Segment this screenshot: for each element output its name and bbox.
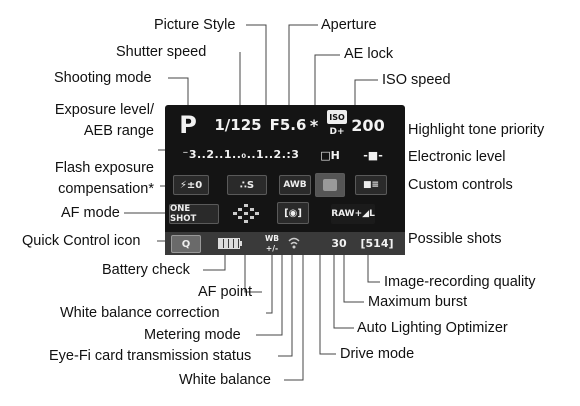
- quick-control-bar: Q WB +/- 30 [514]: [165, 232, 405, 255]
- label-metering-mode: Metering mode: [144, 327, 241, 343]
- image-quality-button[interactable]: RAW+◢L: [331, 204, 375, 224]
- label-picture-style: Picture Style: [154, 17, 236, 33]
- label-flash-exposure: Flash exposure compensation*: [54, 160, 154, 197]
- shooting-mode-value: P: [179, 111, 197, 139]
- aperture-value: F5.6: [269, 116, 307, 134]
- label-ae-lock: AE lock: [344, 46, 394, 62]
- auto-lighting-optimizer-button[interactable]: [315, 173, 345, 197]
- label-af-point: AF point: [198, 284, 252, 300]
- shutter-speed-value: 1/125: [214, 116, 262, 134]
- iso-badge: ISO: [327, 110, 347, 124]
- label-maximum-burst: Maximum burst: [368, 294, 468, 310]
- flash-exposure-button[interactable]: ⚡±0: [173, 175, 209, 195]
- leader-metering: [256, 228, 283, 336]
- label-image-recording-quality: Image-recording quality: [384, 274, 536, 290]
- leader-iso-speed: [354, 79, 378, 112]
- exposure-level-scale: ⁻3..2..1..₀..1..2.:3: [182, 147, 300, 161]
- electronic-level-icon: -■-: [363, 148, 383, 162]
- label-quick-control-icon: Quick Control icon: [22, 233, 141, 249]
- eyefi-signal-icon: [288, 237, 300, 249]
- label-custom-controls: Custom controls: [408, 177, 513, 193]
- label-shooting-mode: Shooting mode: [54, 70, 152, 86]
- picture-style-button[interactable]: ∴S: [227, 175, 267, 195]
- battery-icon: [217, 236, 243, 250]
- af-mode-button[interactable]: ONE SHOT: [169, 204, 219, 224]
- possible-shots-value: [514]: [360, 236, 394, 250]
- white-balance-button[interactable]: AWB: [279, 175, 311, 195]
- leader-eyefi: [278, 248, 293, 357]
- label-aperture: Aperture: [321, 17, 377, 33]
- af-point-grid-icon: [233, 204, 259, 223]
- leader-aperture: [288, 24, 318, 110]
- highlight-tone-priority-icon: D+: [329, 127, 345, 137]
- label-highlight-tone-priority: Highlight tone priority: [408, 122, 545, 138]
- label-iso-speed: ISO speed: [382, 72, 451, 88]
- leader-wb-correction: [266, 248, 273, 314]
- label-eyefi-status: Eye-Fi card transmission status: [49, 348, 252, 364]
- leader-shooting-mode: [168, 77, 189, 112]
- label-possible-shots: Possible shots: [408, 231, 502, 247]
- label-white-balance-correction: White balance correction: [60, 305, 220, 321]
- label-auto-lighting-optimizer: Auto Lighting Optimizer: [357, 320, 508, 336]
- label-exposure-level: Exposure level/ AEB range: [54, 102, 154, 139]
- metering-mode-button[interactable]: [◉]: [277, 202, 309, 224]
- label-electronic-level: Electronic level: [408, 149, 506, 165]
- label-white-balance: White balance: [179, 372, 271, 388]
- eyefi-icon: [285, 235, 303, 251]
- leader-max-burst: [343, 248, 364, 303]
- leader-ae-lock: [314, 54, 340, 110]
- alo-icon: [323, 179, 337, 191]
- white-balance-correction-bottom: +/-: [265, 243, 279, 253]
- label-battery-check: Battery check: [102, 262, 190, 278]
- maximum-burst-value: 30: [331, 236, 347, 250]
- quick-control-icon[interactable]: Q: [171, 235, 201, 253]
- drive-mode-icon: □H: [320, 148, 340, 162]
- iso-speed-value: 200: [351, 115, 385, 135]
- custom-controls-button[interactable]: ■≡: [355, 175, 387, 195]
- white-balance-correction-top: WB: [265, 233, 279, 243]
- leader-battery: [203, 248, 226, 271]
- label-drive-mode: Drive mode: [340, 346, 415, 362]
- af-point-icon[interactable]: [227, 201, 265, 225]
- leader-white-balance: [284, 198, 304, 381]
- camera-lcd-screen: P 1/125 F5.6 * ISO D+ 200 ⁻3..2..1..₀..1…: [165, 105, 405, 255]
- ae-lock-icon: *: [309, 115, 319, 135]
- label-af-mode: AF mode: [61, 205, 120, 221]
- label-shutter-speed: Shutter speed: [116, 44, 207, 60]
